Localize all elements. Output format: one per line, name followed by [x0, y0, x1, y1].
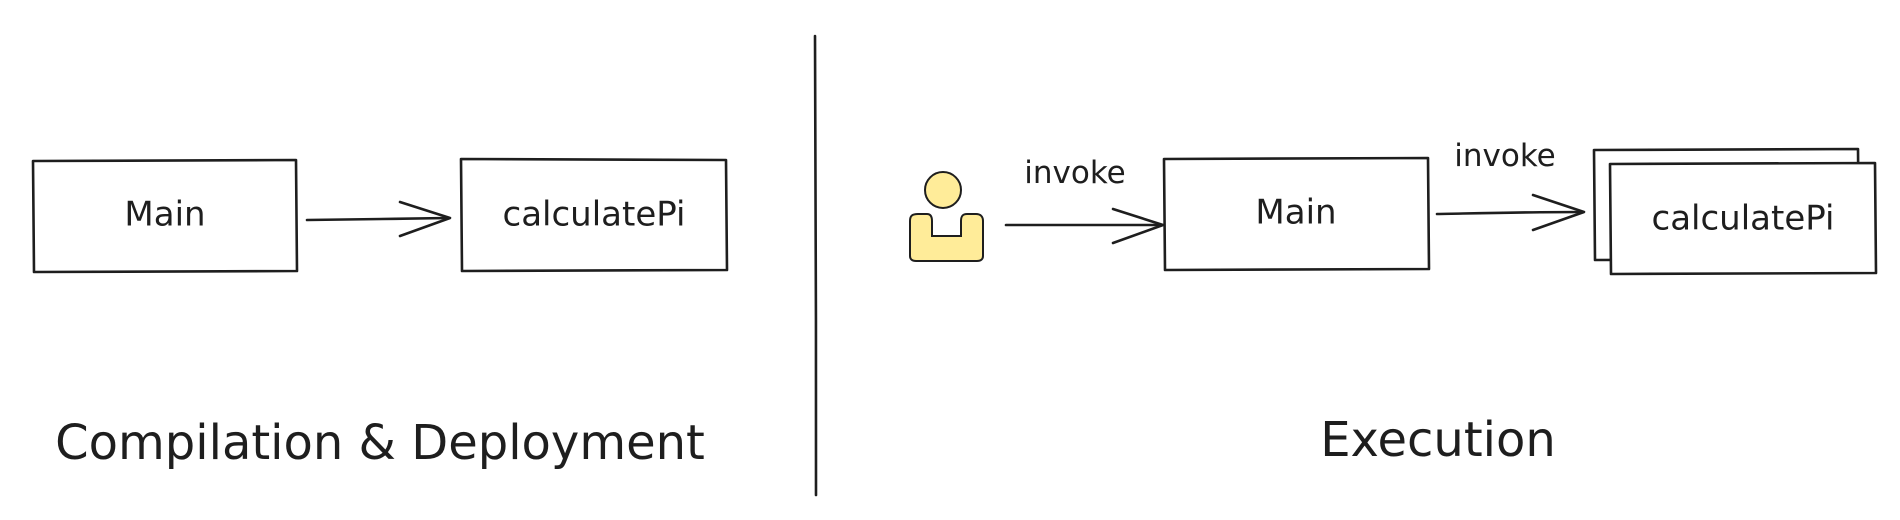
compilation-deployment-title: Compilation & Deployment	[55, 415, 705, 471]
execution-section: invoke Main invoke calculatePi Execution	[909, 138, 1878, 468]
user-to-main-arrow	[1004, 207, 1165, 245]
calculatepi-instance-front	[1608, 161, 1878, 276]
execution-main-node[interactable]: Main	[1162, 156, 1431, 272]
execution-main-label: Main	[1255, 193, 1336, 233]
execution-title: Execution	[1320, 412, 1556, 468]
section-divider	[813, 34, 818, 497]
execution-calculatepi-stack[interactable]: calculatePi	[1592, 147, 1878, 276]
main-to-calculatepi-arrow	[1435, 193, 1586, 232]
left-main-label: Main	[124, 195, 205, 235]
user-icon	[909, 171, 984, 262]
user-to-main-label: invoke	[1024, 155, 1126, 191]
left-arrow	[305, 200, 452, 238]
left-calculatepi-label: calculatePi	[503, 195, 686, 235]
left-calculatepi-node[interactable]: calculatePi	[459, 157, 729, 273]
compilation-deployment-section: Main calculatePi Compilation & Deploymen…	[31, 157, 729, 471]
left-main-node[interactable]: Main	[31, 158, 299, 274]
execution-calculatepi-label: calculatePi	[1652, 199, 1835, 239]
main-to-calculatepi-label: invoke	[1454, 138, 1556, 174]
